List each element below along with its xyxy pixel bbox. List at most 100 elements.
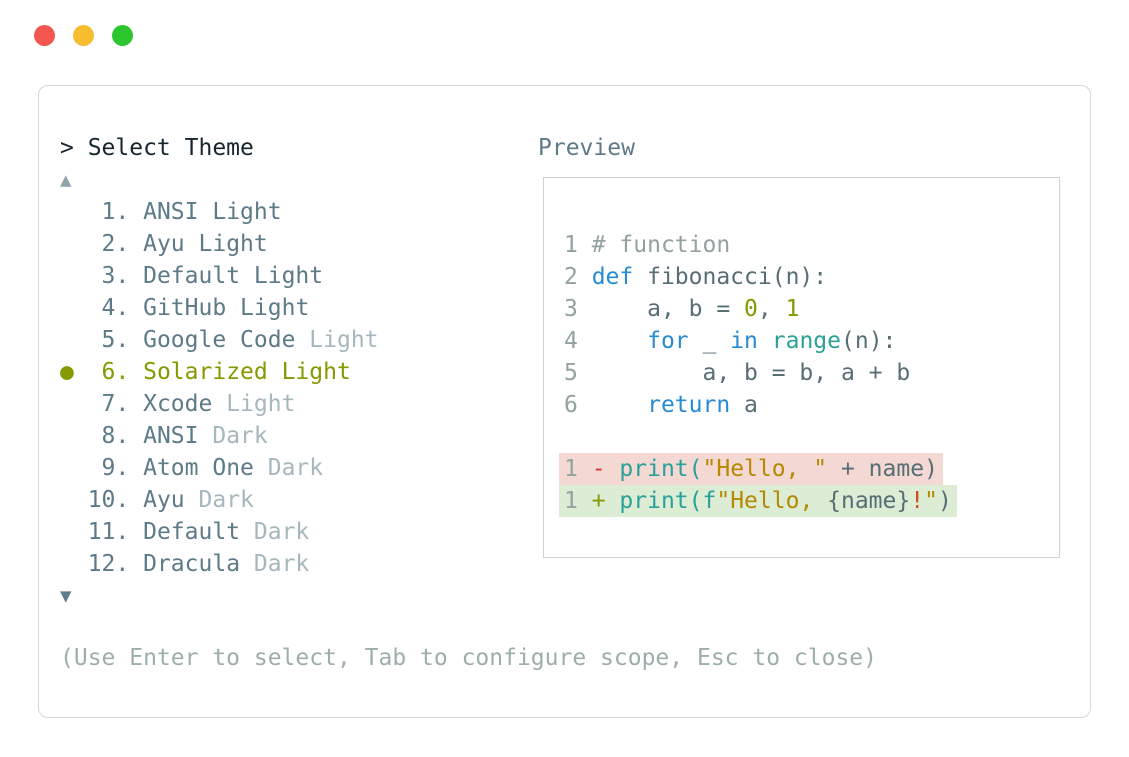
bullet-placeholder bbox=[60, 487, 74, 513]
code-token: , bbox=[757, 296, 786, 322]
theme-variant: Dark bbox=[253, 455, 324, 481]
code-token bbox=[606, 488, 620, 514]
code-line: 1 # function bbox=[564, 229, 957, 261]
line-number: 4 bbox=[564, 328, 592, 354]
bullet-placeholder bbox=[60, 327, 74, 353]
code-token: return bbox=[647, 392, 731, 418]
code-token: range bbox=[771, 328, 841, 354]
theme-name: ANSI bbox=[143, 423, 199, 449]
window-controls bbox=[34, 25, 133, 46]
theme-option-8[interactable]: 8. ANSI Dark bbox=[60, 420, 379, 452]
theme-name: Atom One bbox=[143, 455, 254, 481]
theme-option-9[interactable]: 9. Atom One Dark bbox=[60, 452, 379, 484]
code-token: print(f bbox=[619, 488, 717, 514]
bullet-placeholder bbox=[60, 391, 74, 417]
theme-number: 12. bbox=[73, 551, 144, 577]
theme-number: 2. bbox=[73, 231, 144, 257]
diff-highlight-added: 1 + print(f"Hello, {name}!") bbox=[559, 485, 957, 517]
line-number: 2 bbox=[564, 264, 592, 290]
code-token: 0 bbox=[744, 296, 758, 322]
theme-variant: Light bbox=[212, 391, 296, 417]
theme-list-column: > Select Theme ▲ 1. ANSI Light 2. Ayu Li… bbox=[60, 132, 379, 612]
theme-number: 4. bbox=[73, 295, 144, 321]
bullet-placeholder bbox=[60, 519, 74, 545]
code-token bbox=[606, 456, 620, 482]
close-button[interactable] bbox=[34, 25, 55, 46]
bullet-placeholder bbox=[60, 551, 74, 577]
bullet-placeholder bbox=[60, 199, 74, 225]
theme-name: Ayu bbox=[143, 487, 185, 513]
bullet-placeholder bbox=[60, 423, 74, 449]
code-token: " bbox=[924, 488, 938, 514]
theme-variant: Dark bbox=[240, 551, 310, 577]
code-token bbox=[592, 328, 647, 354]
code-token: in bbox=[730, 328, 758, 354]
theme-variant: Light bbox=[295, 327, 379, 353]
line-number: 5 bbox=[564, 360, 592, 386]
theme-option-6[interactable]: ● 6. Solarized Light bbox=[60, 356, 379, 388]
code-token: a bbox=[730, 392, 758, 418]
theme-variant: Light bbox=[198, 199, 282, 225]
line-number: 6 bbox=[564, 392, 592, 418]
theme-option-1[interactable]: 1. ANSI Light bbox=[60, 196, 379, 228]
theme-option-3[interactable]: 3. Default Light bbox=[60, 260, 379, 292]
code-token: ! bbox=[910, 488, 925, 514]
dialog-title: > Select Theme bbox=[60, 135, 254, 161]
code-token: a, b = b, a + b bbox=[591, 360, 911, 386]
preview-label: Preview bbox=[538, 135, 635, 161]
theme-variant: Light bbox=[226, 295, 310, 321]
theme-number: 7. bbox=[73, 391, 144, 417]
bullet-placeholder bbox=[60, 263, 74, 289]
code-token: fibonacci(n): bbox=[633, 264, 828, 290]
code-token: "Hello, " bbox=[702, 456, 828, 482]
theme-number: 8. bbox=[73, 423, 144, 449]
theme-number: 5. bbox=[73, 327, 144, 353]
code-token: - bbox=[591, 456, 606, 482]
theme-option-12[interactable]: 12. Dracula Dark bbox=[60, 548, 379, 580]
theme-number: 10. bbox=[73, 487, 144, 513]
code-token: + bbox=[591, 488, 606, 514]
code-line bbox=[564, 421, 957, 453]
theme-option-7[interactable]: 7. Xcode Light bbox=[60, 388, 379, 420]
code-token: (n): bbox=[841, 328, 897, 354]
theme-option-2[interactable]: 2. Ayu Light bbox=[60, 228, 379, 260]
theme-option-11[interactable]: 11. Default Dark bbox=[60, 516, 379, 548]
scroll-up-arrow[interactable]: ▲ bbox=[60, 169, 72, 191]
theme-name: Default bbox=[143, 519, 241, 545]
theme-number: 9. bbox=[73, 455, 144, 481]
selected-bullet: ● bbox=[60, 359, 74, 385]
diff-line-removed: 1 - print("Hello, " + name) bbox=[559, 453, 957, 485]
maximize-button[interactable] bbox=[112, 25, 133, 46]
code-token: 1 bbox=[785, 296, 800, 322]
theme-name: ANSI bbox=[143, 199, 199, 225]
scroll-down-arrow[interactable]: ▼ bbox=[60, 585, 72, 607]
diff-line-added: 1 + print(f"Hello, {name}!") bbox=[559, 485, 957, 517]
theme-variant: Light bbox=[240, 263, 324, 289]
theme-name: Google Code bbox=[143, 327, 296, 353]
code-token: ) bbox=[937, 488, 952, 514]
theme-variant: Light bbox=[267, 359, 351, 385]
theme-number: 11. bbox=[73, 519, 144, 545]
code-token bbox=[592, 392, 647, 418]
theme-name: Default bbox=[143, 263, 241, 289]
code-token: print( bbox=[619, 456, 703, 482]
minimize-button[interactable] bbox=[73, 25, 94, 46]
theme-name: GitHub bbox=[143, 295, 227, 321]
theme-option-4[interactable]: 4. GitHub Light bbox=[60, 292, 379, 324]
code-token: for bbox=[647, 328, 689, 354]
code-line: 3 a, b = 0, 1 bbox=[564, 293, 957, 325]
code-token: _ bbox=[688, 328, 731, 354]
code-token: # function bbox=[591, 232, 731, 258]
code-token: {name} bbox=[827, 488, 911, 514]
diff-highlight-removed: 1 - print("Hello, " + name) bbox=[559, 453, 943, 485]
line-number: 1 bbox=[564, 488, 592, 514]
theme-option-5[interactable]: 5. Google Code Light bbox=[60, 324, 379, 356]
theme-variant: Dark bbox=[184, 487, 254, 513]
theme-option-10[interactable]: 10. Ayu Dark bbox=[60, 484, 379, 516]
help-text: (Use Enter to select, Tab to configure s… bbox=[60, 645, 877, 671]
code-line: 5 a, b = b, a + b bbox=[564, 357, 957, 389]
line-number: 1 bbox=[564, 456, 592, 482]
